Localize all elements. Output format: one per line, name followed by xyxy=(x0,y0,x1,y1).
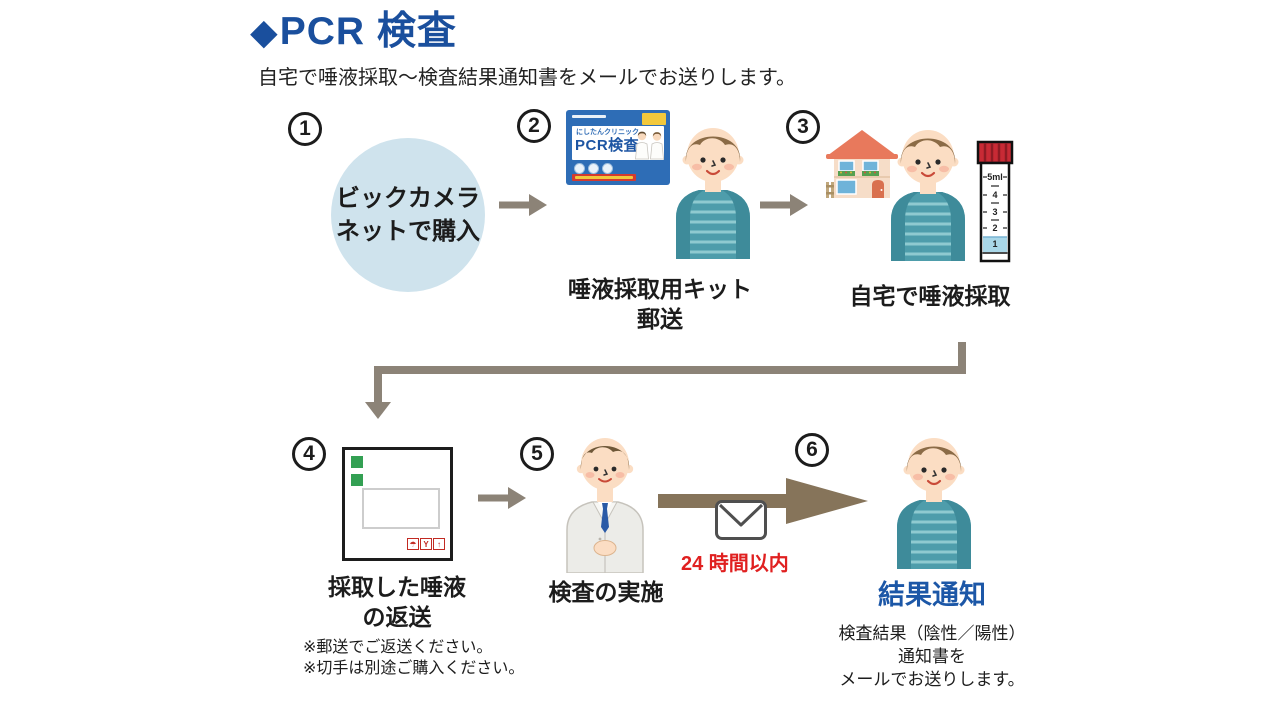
kit-label-panel: にしたんクリニック PCR検査 xyxy=(572,126,664,160)
step4-note1: ※郵送でご返送ください。 xyxy=(303,639,493,656)
mail-envelope-icon xyxy=(715,500,767,540)
test-tube-icon: 5ml 4 3 2 1 xyxy=(976,140,1014,263)
person-icon xyxy=(891,130,965,261)
kit-brand-text: にしたんクリニック xyxy=(576,129,639,136)
page-title: ◆ PCR 検査 xyxy=(250,8,457,56)
flow-connector-arrowhead-icon xyxy=(365,402,391,419)
tube-label: 3 xyxy=(992,207,997,217)
step2-caption: 唾液採取用キット 郵送 xyxy=(568,276,752,332)
green-label xyxy=(351,474,363,486)
arrow-right-icon xyxy=(760,194,808,216)
step3-caption: 自宅で唾液採取 xyxy=(849,283,1011,309)
arrow-right-icon xyxy=(478,487,526,509)
person-icon xyxy=(897,438,971,569)
page-title-text: PCR 検査 xyxy=(279,10,457,53)
tube-label: 4 xyxy=(992,190,997,200)
kit-product-text: PCR検査 xyxy=(575,137,640,154)
address-field xyxy=(362,488,440,529)
house-icon xyxy=(826,130,898,198)
flow-connector-vertical-left xyxy=(374,372,382,404)
tube-label: 1 xyxy=(992,239,997,249)
page-subtitle: 自宅で唾液採取～検査結果通知書をメールでお送りします。 xyxy=(258,67,796,89)
tube-label: 2 xyxy=(992,223,997,233)
kit-box-icon: にしたんクリニック PCR検査 xyxy=(566,110,670,185)
this-way-up-stamp-icon: ↑ xyxy=(433,538,445,550)
step5-caption: 検査の実施 xyxy=(548,579,664,605)
kit-red-banner xyxy=(572,174,636,181)
kit-doctors-icon xyxy=(635,131,664,160)
kit-yellow-tag xyxy=(642,113,666,125)
fragile-stamp-icon: Y xyxy=(420,538,432,550)
person-icon xyxy=(676,128,750,259)
deadline-text: 24 時間以内 xyxy=(681,553,789,575)
purchase-bubble: ビックカメラ ネットで購入 xyxy=(331,138,485,292)
step3-number: 3 xyxy=(786,110,820,144)
step4-note2: ※切手は別途ご購入ください。 xyxy=(303,660,525,677)
umbrella-stamp-icon: ☂ xyxy=(407,538,419,550)
bubble-line2: ネットで購入 xyxy=(336,218,480,245)
step5-number: 5 xyxy=(520,437,554,471)
step6-caption: 結果通知 xyxy=(878,580,986,610)
return-envelope-icon: ☂ Y ↑ xyxy=(342,447,453,561)
tube-label: 5ml xyxy=(987,172,1003,182)
step4-caption: 採取した唾液 の返送 xyxy=(328,574,466,630)
diamond-icon: ◆ xyxy=(250,11,278,52)
flow-connector-horizontal xyxy=(374,366,966,374)
step6-number: 6 xyxy=(795,433,829,467)
bubble-line1: ビックカメラ xyxy=(336,185,480,212)
kit-logo-strip xyxy=(572,115,606,118)
step6-description: 検査結果（陰性／陽性） 通知書を メールでお送りします。 xyxy=(838,624,1026,689)
stamps: ☂ Y ↑ xyxy=(407,538,445,550)
step4-number: 4 xyxy=(292,437,326,471)
flow-connector-vertical-right xyxy=(958,342,966,372)
arrow-right-icon xyxy=(499,194,547,216)
step4-notes: ※郵送でご返送ください。 ※切手は別途ご購入ください。 xyxy=(303,637,524,679)
doctor-icon xyxy=(566,438,644,573)
step1-number: 1 xyxy=(288,112,322,146)
step2-number: 2 xyxy=(517,109,551,143)
green-label xyxy=(351,456,363,468)
kit-badges xyxy=(574,163,613,174)
